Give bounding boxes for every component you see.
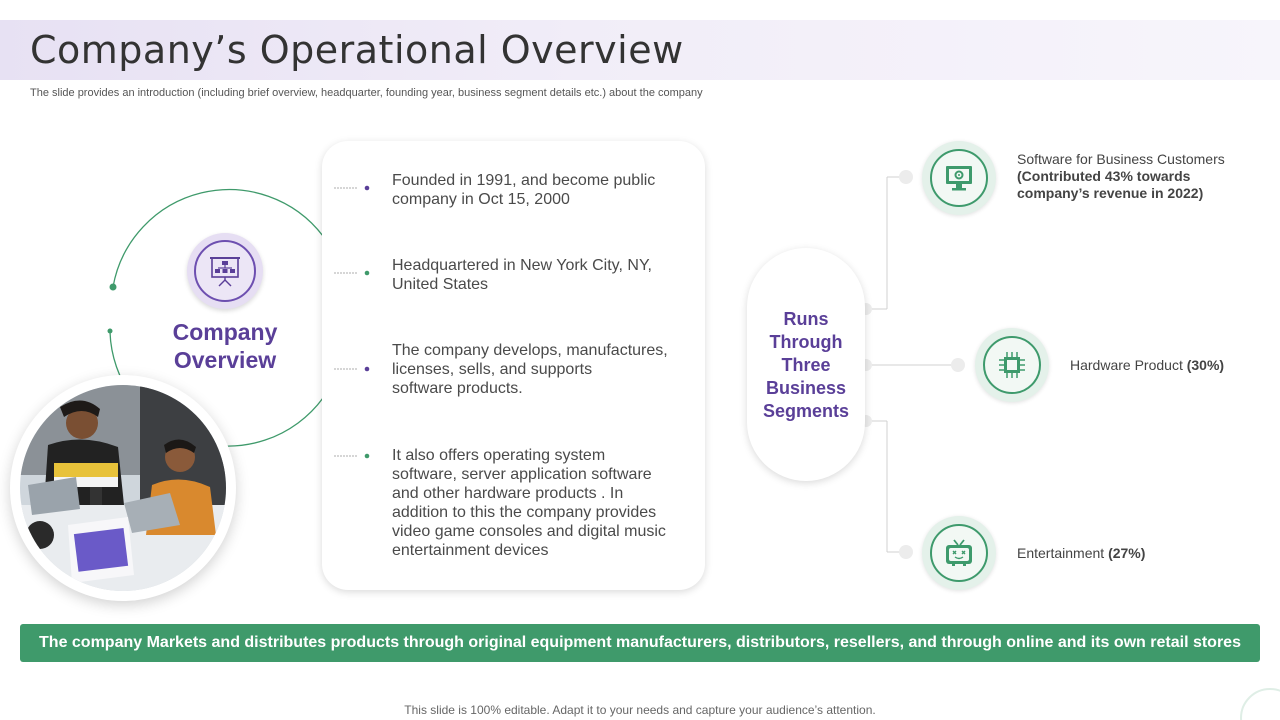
- entertainment-segment-text: Entertainment (27%): [1017, 545, 1146, 561]
- company-overview-icon-badge: [187, 233, 263, 309]
- monitor-gear-icon: [946, 166, 972, 191]
- fact-connector: [334, 453, 370, 459]
- fact-connector: [334, 366, 370, 372]
- distribution-banner: The company Markets and distributes prod…: [20, 624, 1260, 662]
- hardware-segment-badge: [975, 328, 1049, 402]
- hardware-segment-text: Hardware Product (30%): [1070, 357, 1225, 373]
- fact-connector: [334, 185, 370, 191]
- corner-decoration: [1240, 688, 1280, 720]
- title-band: [0, 20, 1280, 80]
- company-overview-label: Company Overview: [172, 319, 278, 373]
- presentation-board-icon: [210, 257, 240, 287]
- team-photo-frame: [10, 375, 236, 601]
- footer-note: This slide is 100% editable. Adapt it to…: [404, 703, 876, 717]
- software-segment-text: Software for Business Customers (Contrib…: [1017, 151, 1225, 201]
- segments-hub-pill: [747, 248, 865, 481]
- cpu-chip-icon: [999, 352, 1025, 378]
- fact-products: The company develops, manufactures,licen…: [392, 342, 668, 397]
- entertainment-segment-badge: [922, 516, 996, 590]
- segments-hub-label: Runs Through Three Business Segments: [762, 309, 850, 421]
- team-working-on-laptops-photo: [20, 385, 226, 591]
- retro-tv-icon: [946, 539, 972, 566]
- fact-headquarters: Headquartered in New York City, NY,Unite…: [392, 257, 652, 293]
- company-facts-card: [322, 141, 705, 590]
- fact-connector: [334, 270, 370, 276]
- page-title: Company’s Operational Overview: [30, 28, 684, 72]
- software-segment-badge: [922, 141, 996, 215]
- page-subtitle: The slide provides an introduction (incl…: [30, 87, 703, 99]
